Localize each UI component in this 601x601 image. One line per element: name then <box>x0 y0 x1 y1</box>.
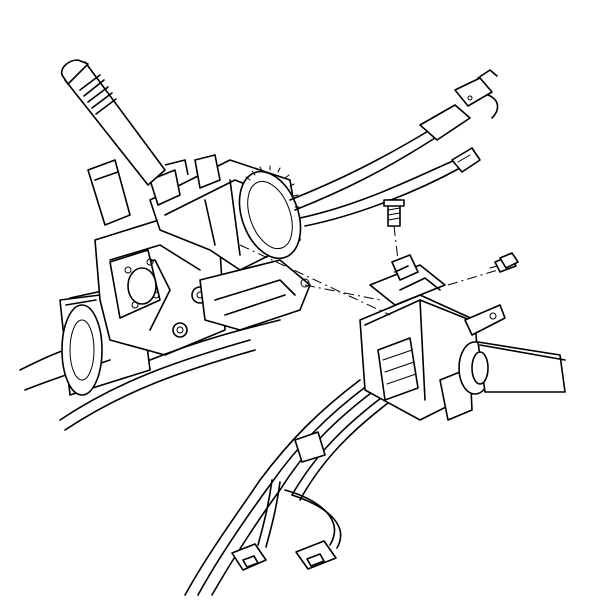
harness-connector-right <box>295 540 337 570</box>
pigtail-connector-small <box>451 147 481 173</box>
alignment-lines <box>239 225 499 316</box>
ignition-switch <box>359 254 506 421</box>
pigtail-connector-top <box>419 69 499 141</box>
harness-connector-left <box>231 543 267 571</box>
shift-lever-stub <box>458 341 566 395</box>
switch-mounting-stud <box>383 199 405 227</box>
steering-column-assembly <box>19 154 311 396</box>
wiring-harness <box>59 129 461 596</box>
turn-signal-lever <box>60 59 166 186</box>
switch-mounting-screw <box>489 252 519 273</box>
